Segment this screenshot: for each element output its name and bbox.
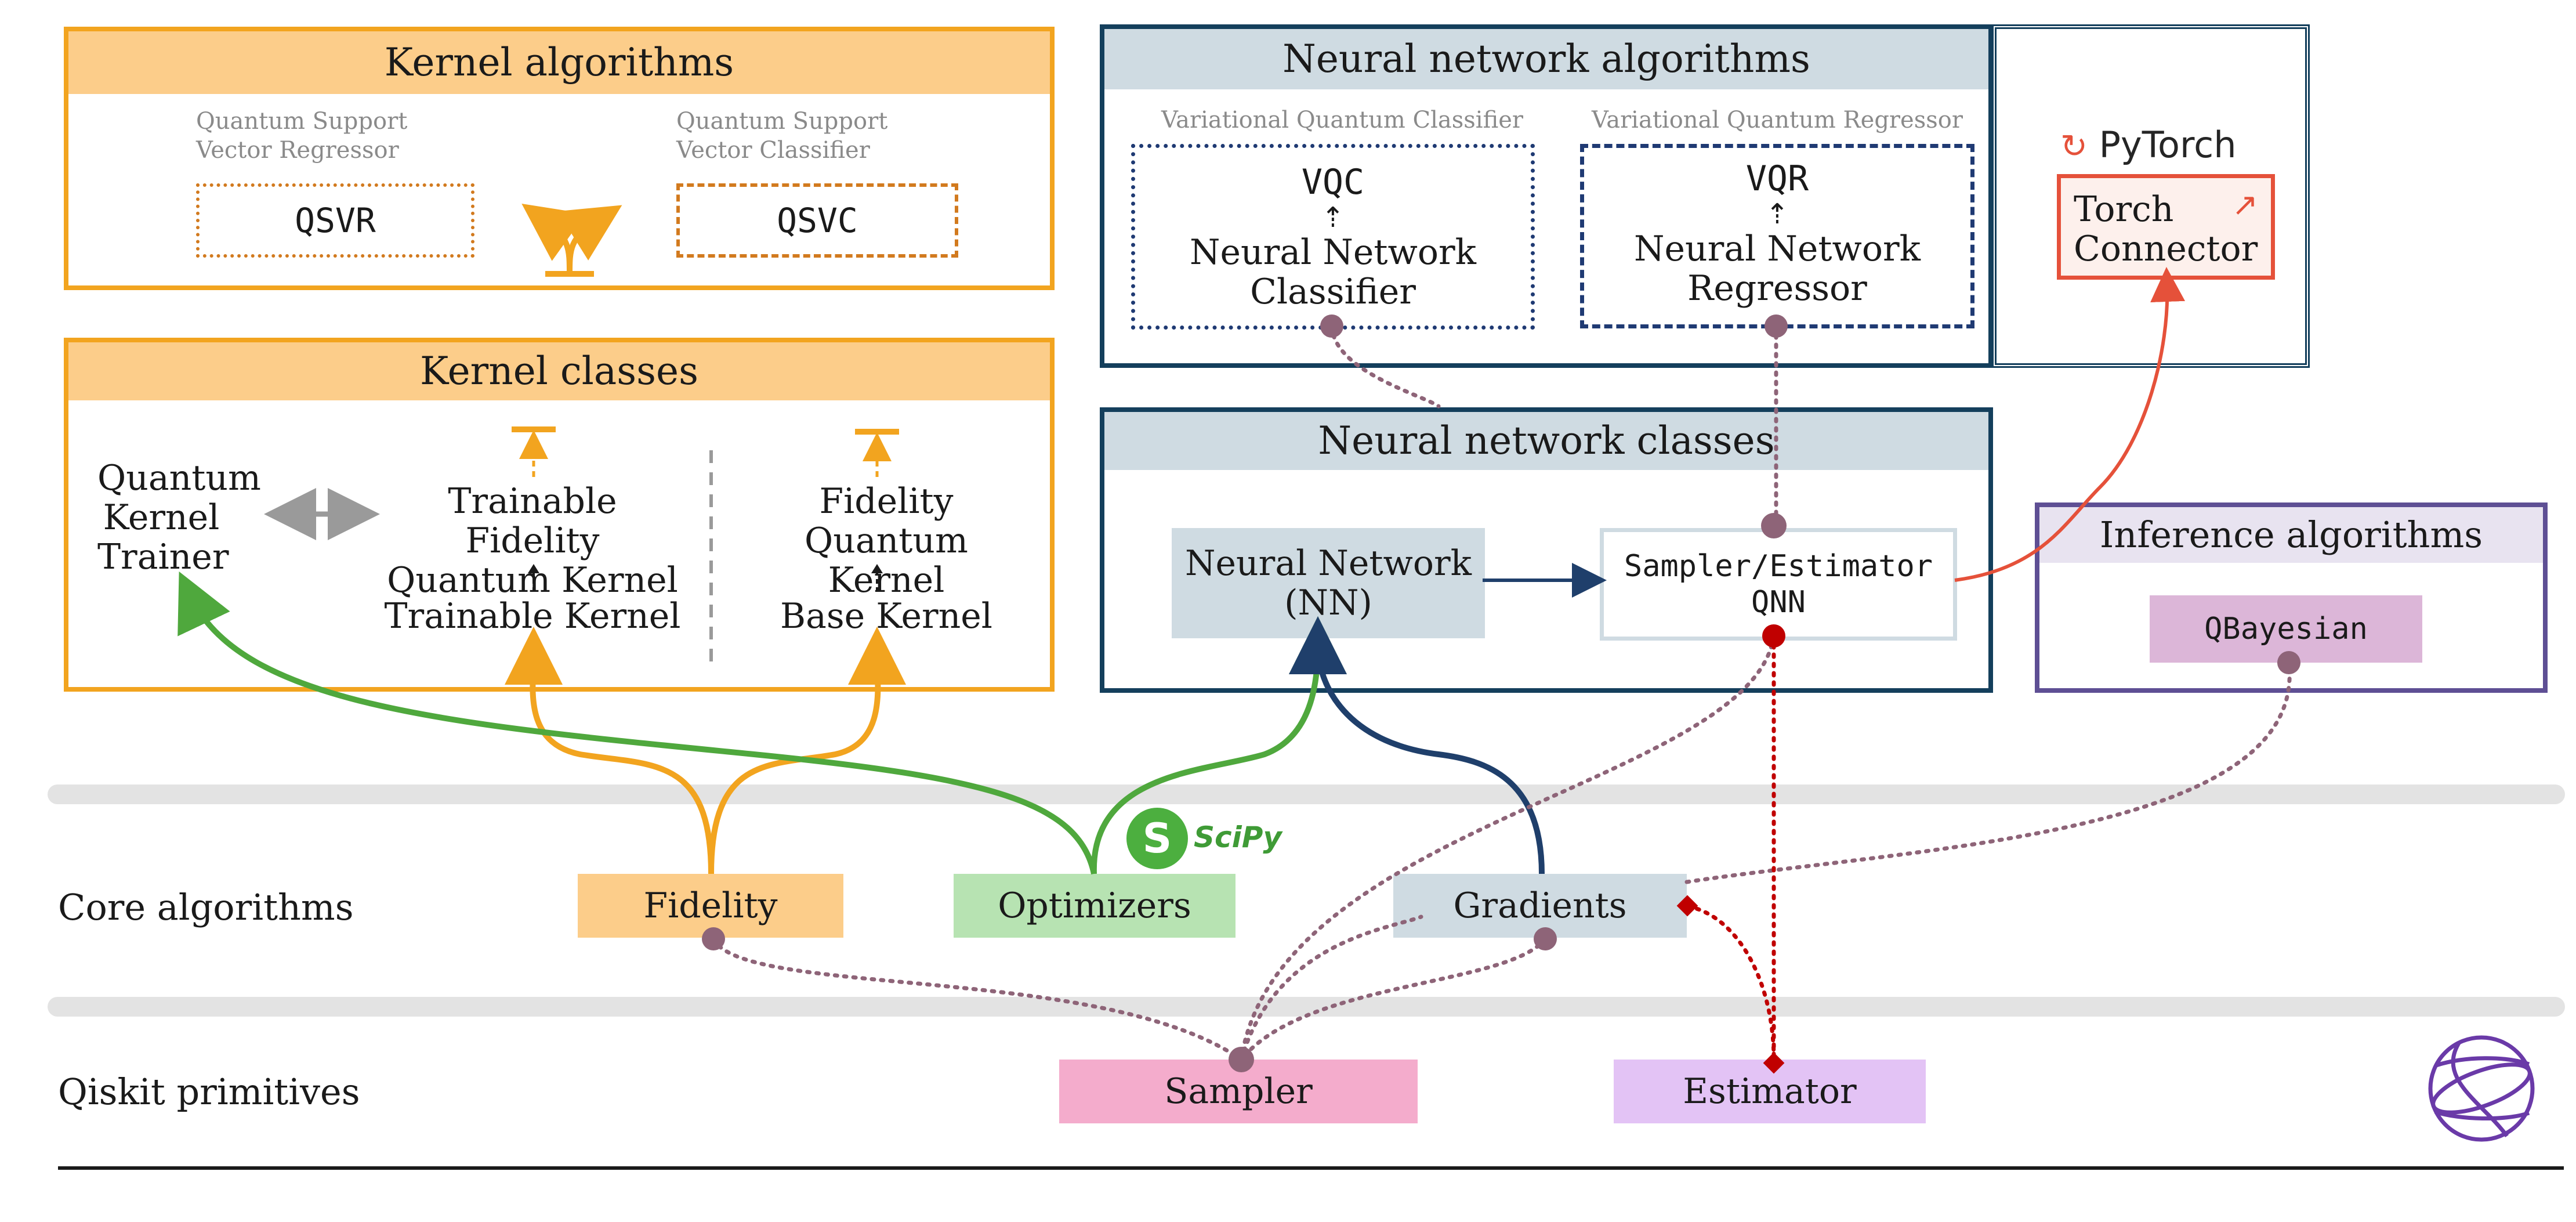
vqr-label: VQR [1745, 158, 1809, 199]
qbayesian-label: QBayesian [2204, 612, 2368, 646]
pytorch-logo: ↻ PyTorch [2060, 122, 2269, 168]
external-link-icon[interactable]: ↗ [2231, 186, 2258, 223]
vqc-sub-line2: Classifier [1250, 272, 1416, 312]
trainable-kernel[interactable]: Trainable Kernel [384, 596, 681, 637]
optimizers-box[interactable]: Optimizers [954, 874, 1236, 938]
gradients-box[interactable]: Gradients [1393, 874, 1687, 938]
trainer-line1: Quantum [97, 458, 261, 498]
qsvc-caption-line2: Vector Classifier [676, 137, 870, 164]
upward-arrow-icon: ⇡ [1321, 201, 1345, 234]
vqr-sub-line1: Neural Network [1633, 229, 1921, 269]
fidelity-label: Fidelity [643, 885, 778, 926]
gradients-label: Gradients [1453, 885, 1627, 926]
fqk-line2: Kernel [828, 560, 945, 601]
optimizers-label: Optimizers [998, 885, 1191, 926]
kernel-classes-title: Kernel classes [68, 342, 1050, 400]
scipy-logo: S SciPy [1126, 808, 1312, 872]
band-upper [48, 784, 2565, 804]
upward-arrow-icon: ⇡ [1765, 198, 1789, 230]
scipy-logo-icon: S [1126, 808, 1188, 869]
estimator-label: Estimator [1683, 1071, 1857, 1112]
scipy-logo-text: SciPy [1194, 820, 1282, 854]
trainable-fidelity-quantum-kernel[interactable]: Trainable Fidelity Quantum Kernel [382, 482, 683, 600]
vqr-sub-line2: Regressor [1687, 268, 1867, 309]
nn-classes-title: Neural network classes [1104, 412, 1988, 470]
neural-network-box[interactable]: Neural Network (NN) [1172, 528, 1485, 638]
nn-line2: (NN) [1284, 583, 1372, 623]
qiskit-primitives-row-label: Qiskit primitives [58, 1071, 360, 1113]
vqc-sub-line1: Neural Network [1189, 232, 1476, 273]
trainer-line2: Kernel [103, 497, 220, 538]
kernel-classes-panel: Kernel classes Quantum Kernel Trainer Tr… [64, 338, 1055, 692]
band-lower [48, 997, 2565, 1017]
nn-line1: Neural Network [1184, 543, 1472, 584]
qiskit-logo-icon [2428, 1035, 2535, 1142]
qbayesian-box[interactable]: QBayesian [2150, 595, 2422, 663]
inference-title: Inference algorithms [2039, 507, 2543, 563]
qsvc-label: QSVC [777, 201, 858, 240]
qsvr-caption-line2: Vector Regressor [196, 137, 399, 164]
nn-classes-panel: Neural network classes Neural Network (N… [1100, 407, 1993, 693]
vqr-box[interactable]: VQR ⇡ Neural Network Regressor [1580, 144, 1974, 328]
sampler-box[interactable]: Sampler [1059, 1060, 1418, 1123]
pytorch-panel: ↻ PyTorch Torch Connector ↗ [1992, 24, 2310, 368]
qsvc-caption: Quantum Support Vector Classifier [676, 107, 978, 165]
tfqk-line2: Quantum Kernel [387, 560, 678, 601]
core-algorithms-row-label: Core algorithms [58, 886, 354, 928]
pytorch-logo-icon: ↻ [2060, 128, 2088, 165]
inference-algorithms-panel: Inference algorithms QBayesian [2035, 502, 2548, 693]
kernel-algorithms-panel: Kernel algorithms Quantum Support Vector… [64, 27, 1055, 290]
qsvr-label: QSVR [295, 201, 376, 240]
vqr-caption: Variational Quantum Regressor [1592, 107, 1963, 133]
trainer-line3: Trainer [97, 537, 229, 577]
vqc-box[interactable]: VQC ⇡ Neural Network Classifier [1131, 144, 1535, 330]
sampler-estimator-qnn-box[interactable]: Sampler/Estimator QNN [1600, 528, 1957, 641]
fidelity-quantum-kernel[interactable]: Fidelity Quantum Kernel [736, 482, 1037, 600]
vqc-caption: Variational Quantum Classifier [1161, 107, 1524, 133]
quantum-kernel-trainer[interactable]: Quantum Kernel Trainer [97, 458, 261, 577]
qsvr-caption: Quantum Support Vector Regressor [196, 107, 486, 165]
qnn-line1: Sampler/Estimator [1624, 549, 1933, 584]
pytorch-logo-text: PyTorch [2099, 124, 2237, 166]
nn-algorithms-title: Neural network algorithms [1104, 29, 1988, 89]
torch-connector-line1: Torch [2074, 189, 2174, 230]
qnn-line2: QNN [1751, 585, 1806, 620]
fidelity-box[interactable]: Fidelity [578, 874, 843, 938]
qsvc-box[interactable]: QSVC [676, 183, 958, 258]
nn-algorithms-panel: Neural network algorithms Variational Qu… [1100, 24, 1993, 368]
kernel-algorithms-title: Kernel algorithms [68, 31, 1050, 94]
bottom-rule [58, 1166, 2564, 1170]
qsvr-box[interactable]: QSVR [196, 183, 474, 258]
torch-connector-box[interactable]: Torch Connector ↗ [2057, 174, 2275, 280]
base-kernel[interactable]: Base Kernel [780, 596, 992, 637]
estimator-box[interactable]: Estimator [1614, 1060, 1926, 1123]
sampler-label: Sampler [1164, 1071, 1313, 1112]
qsvc-caption-line1: Quantum Support [676, 108, 888, 135]
fqk-line1: Fidelity Quantum [805, 481, 968, 561]
qsvr-caption-line1: Quantum Support [196, 108, 408, 135]
torch-connector-line2: Connector [2074, 229, 2258, 269]
tfqk-line1: Trainable Fidelity [448, 481, 617, 561]
vqc-label: VQC [1301, 162, 1365, 203]
